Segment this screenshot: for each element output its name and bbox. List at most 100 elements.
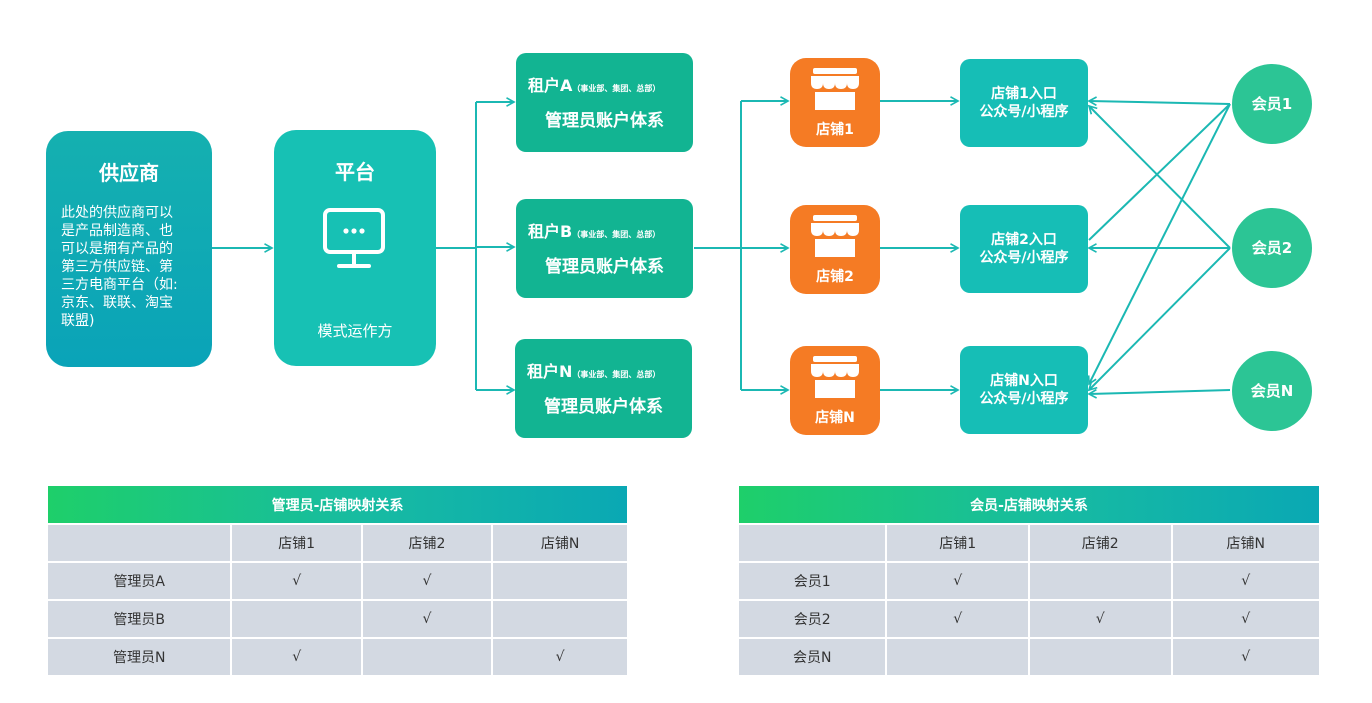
table-title: 会员-店铺映射关系 — [739, 486, 1319, 523]
table-cell — [1029, 563, 1171, 599]
store-2-entry-node: 店铺2入口公众号/小程序 — [960, 205, 1088, 293]
supplier-desc-line: 联盟) — [61, 313, 95, 329]
table-cell: 会员2 — [739, 601, 886, 637]
supplier-node: 供应商 此处的供应商可以 是产品制造商、也 可以是拥有产品的 第三方供应链、第 … — [46, 131, 212, 367]
table-header-cell: 店铺2 — [1029, 525, 1171, 561]
table-cell: √ — [1172, 563, 1319, 599]
table-header-cell: 店铺1 — [232, 525, 361, 561]
member-n-node: 会员N — [1232, 351, 1312, 431]
table-cell: √ — [493, 639, 627, 675]
table-cell — [1029, 639, 1171, 675]
table-row: 管理员A √ √ — [48, 563, 627, 599]
table-cell — [232, 601, 361, 637]
store-1-node: 店铺1 — [790, 58, 880, 147]
table-cell — [493, 601, 627, 637]
arrow-member2-entryn — [1089, 247, 1231, 390]
storefront-icon — [811, 68, 859, 110]
member-store-mapping-table: 会员-店铺映射关系 店铺1 店铺2 店铺N 会员1 √ √ 会员2 √ √ √ … — [737, 484, 1321, 677]
supplier-desc-line: 京东、联联、淘宝 — [61, 295, 173, 311]
store-2-node: 店铺2 — [790, 205, 880, 294]
table-header-cell — [739, 525, 886, 561]
table-header-cell: 店铺N — [1172, 525, 1319, 561]
entry-title: 店铺2入口 — [991, 232, 1057, 248]
supplier-desc-line: 此处的供应商可以 — [61, 205, 173, 221]
supplier-desc-line: 是产品制造商、也 — [61, 223, 173, 239]
table-cell — [493, 563, 627, 599]
tenant-name-line: 租户B（事业部、集团、总部） — [516, 218, 693, 242]
table-cell: √ — [1029, 601, 1171, 637]
supplier-title: 供应商 — [99, 161, 159, 185]
table-cell: √ — [362, 601, 492, 637]
table-cell: 管理员N — [48, 639, 231, 675]
tenant-name-line: 租户N（事业部、集团、总部） — [515, 358, 692, 382]
table-cell: 会员N — [739, 639, 886, 675]
tenant-note: （事业部、集团、总部） — [572, 230, 661, 239]
table-header-cell: 店铺1 — [887, 525, 1028, 561]
table-cell: √ — [1172, 601, 1319, 637]
tenant-system: 管理员账户体系 — [545, 111, 664, 131]
entry-channel: 公众号/小程序 — [979, 104, 1069, 120]
table-cell: √ — [362, 563, 492, 599]
supplier-desc-line: 可以是拥有产品的 — [61, 241, 173, 257]
supplier-desc-line: 第三方供应链、第 — [61, 259, 173, 275]
arrow-member1-entry1 — [1089, 101, 1231, 104]
table-cell — [887, 639, 1028, 675]
tenant-note: （事业部、集团、总部） — [572, 84, 661, 93]
storefront-icon — [811, 356, 859, 398]
table-cell: √ — [887, 601, 1028, 637]
admin-store-mapping-table: 管理员-店铺映射关系 店铺1 店铺2 店铺N 管理员A √ √ 管理员B √ 管… — [46, 484, 629, 677]
table-row: 管理员N √ √ — [48, 639, 627, 675]
arrow-member2-entry1 — [1089, 106, 1231, 249]
table-cell: √ — [887, 563, 1028, 599]
table-cell: 会员1 — [739, 563, 886, 599]
table-cell: √ — [232, 563, 361, 599]
tenant-name-line: 租户A（事业部、集团、总部） — [516, 72, 693, 96]
member-2-node: 会员2 — [1232, 208, 1312, 288]
member-1-node: 会员1 — [1232, 64, 1312, 144]
table-cell — [362, 639, 492, 675]
supplier-description: 此处的供应商可以 是产品制造商、也 可以是拥有产品的 第三方供应链、第 三方电商… — [46, 204, 212, 330]
tenant-note: （事业部、集团、总部） — [572, 370, 661, 379]
platform-node: 平台 模式运作方 — [274, 130, 436, 366]
tenant-b-node: 租户B（事业部、集团、总部） 管理员账户体系 — [516, 199, 693, 298]
entry-channel: 公众号/小程序 — [979, 250, 1069, 266]
table-row: 会员2 √ √ √ — [739, 601, 1319, 637]
tenant-system: 管理员账户体系 — [544, 397, 663, 417]
storefront-icon — [811, 215, 859, 257]
entry-channel: 公众号/小程序 — [979, 391, 1069, 407]
entry-title: 店铺N入口 — [990, 373, 1058, 389]
table-cell: 管理员A — [48, 563, 231, 599]
tenant-name: 租户A — [528, 76, 573, 95]
monitor-icon — [323, 208, 385, 268]
store-n-node: 店铺N — [790, 346, 880, 435]
arrow-member1-entryn — [1089, 103, 1231, 384]
table-header-cell: 店铺2 — [362, 525, 492, 561]
line-member1-entry2 — [1088, 103, 1231, 241]
table-row: 会员1 √ √ — [739, 563, 1319, 599]
table-header-cell: 店铺N — [493, 525, 627, 561]
entry-title: 店铺1入口 — [991, 86, 1057, 102]
supplier-desc-line: 三方电商平台（如: — [61, 277, 178, 293]
table-row: 管理员B √ — [48, 601, 627, 637]
table-cell: √ — [1172, 639, 1319, 675]
platform-subtitle: 模式运作方 — [317, 322, 393, 340]
tenant-name: 租户N — [527, 362, 573, 381]
arrow-membern-entryn — [1089, 390, 1231, 394]
tenant-a-node: 租户A（事业部、集团、总部） 管理员账户体系 — [516, 53, 693, 152]
table-header-cell — [48, 525, 231, 561]
table-header-row: 店铺1 店铺2 店铺N — [739, 525, 1319, 561]
tenant-system: 管理员账户体系 — [545, 257, 664, 277]
tenant-name: 租户B — [528, 222, 573, 241]
table-cell: 管理员B — [48, 601, 231, 637]
table-header-row: 店铺1 店铺2 店铺N — [48, 525, 627, 561]
store-n-entry-node: 店铺N入口公众号/小程序 — [960, 346, 1088, 434]
store-1-entry-node: 店铺1入口公众号/小程序 — [960, 59, 1088, 147]
tenant-n-node: 租户N（事业部、集团、总部） 管理员账户体系 — [515, 339, 692, 438]
store-label: 店铺2 — [816, 269, 854, 285]
table-row: 会员N √ — [739, 639, 1319, 675]
table-title: 管理员-店铺映射关系 — [48, 486, 627, 523]
platform-title: 平台 — [335, 160, 375, 184]
table-cell: √ — [232, 639, 361, 675]
store-label: 店铺1 — [816, 122, 854, 138]
